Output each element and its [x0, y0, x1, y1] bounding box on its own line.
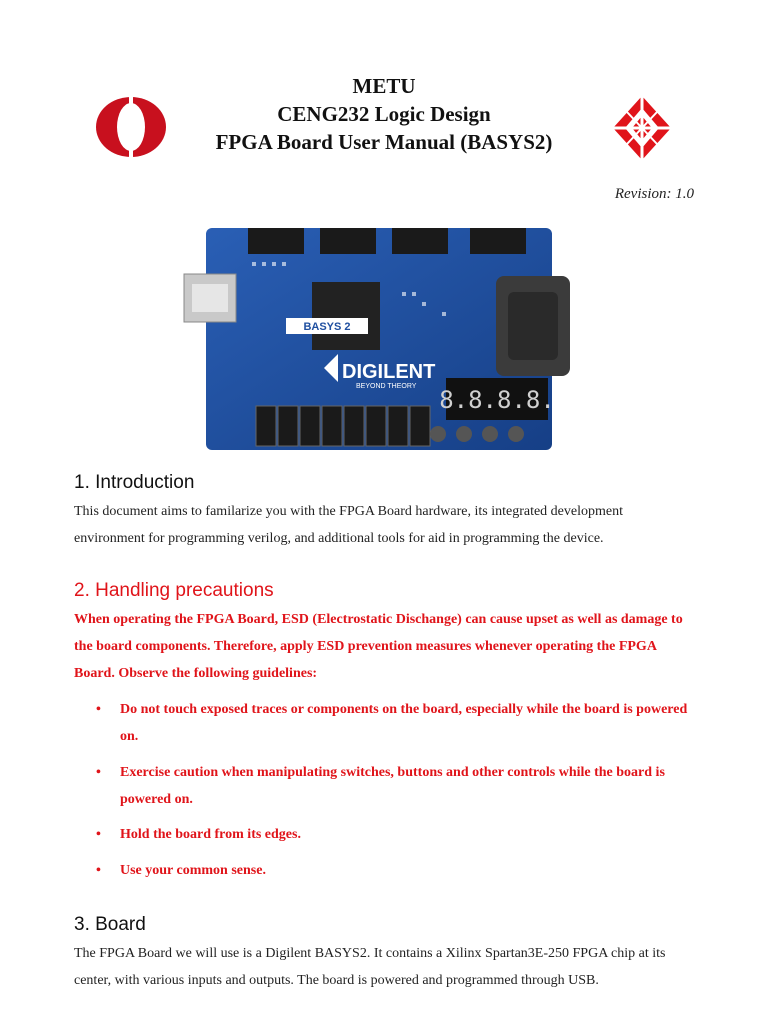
bullet-text: Hold the board from its edges. [120, 827, 301, 842]
bullet-dot: • [96, 827, 101, 842]
title-line-2: CENG232 Logic Design [277, 102, 491, 126]
metu-logo [96, 97, 166, 157]
board-brand-label: DIGILENT [342, 361, 435, 383]
section-2-body: When operating the FPGA Board, ESD (Elec… [74, 612, 683, 681]
section-2-heading: 2. Handling precautions [74, 580, 274, 601]
title-line-1: METU [352, 74, 416, 98]
revision-label: Revision: 1.0 [614, 186, 694, 202]
title-line-3: FPGA Board User Manual (BASYS2) [215, 130, 553, 154]
section-1-heading: 1. Introduction [74, 472, 195, 493]
bullet-text: Use your common sense. [120, 863, 266, 878]
section-3-heading: 3. Board [74, 914, 146, 935]
department-logo [613, 96, 671, 160]
bullet-dot: • [96, 765, 101, 780]
bullet-text: Exercise caution when manipulating switc… [120, 765, 665, 807]
section-1-body: This document aims to familarize you wit… [74, 504, 623, 546]
section-3-body: The FPGA Board we will use is a Digilent… [74, 946, 666, 988]
basys2-board-image: BASYS 2 DIGILENT BEYOND THEORY 8.8.8.8. [183, 228, 570, 450]
board-model-label: BASYS 2 [303, 321, 350, 333]
bullet-dot: • [96, 702, 101, 717]
seven-segment-display: 8.8.8.8. [439, 386, 555, 414]
board-tagline-label: BEYOND THEORY [356, 383, 417, 390]
bullet-text: Do not touch exposed traces or component… [120, 702, 688, 744]
bullet-dot: • [96, 863, 101, 878]
